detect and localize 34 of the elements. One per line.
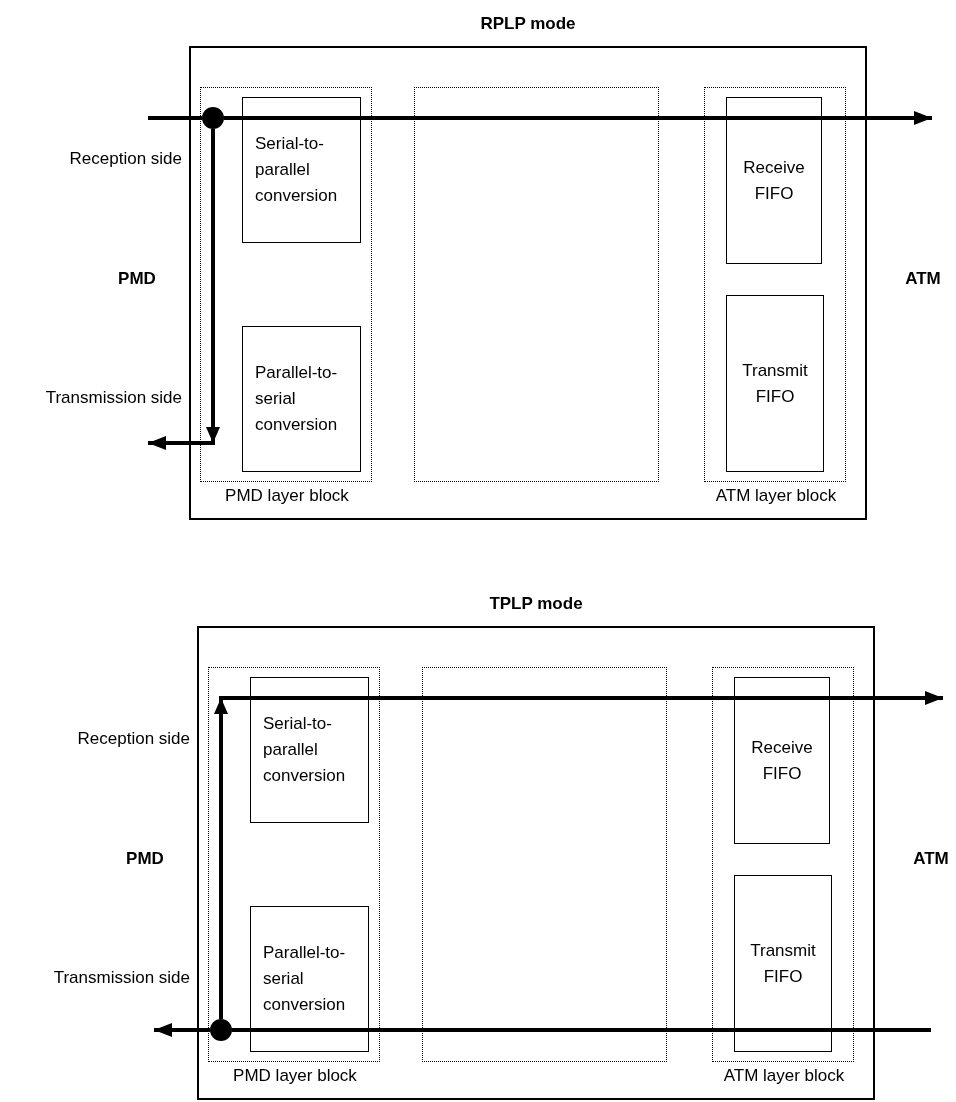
box-label: Receive FIFO (750, 736, 814, 785)
block-label: ATM layer block (714, 485, 838, 507)
empty-block (422, 667, 667, 1062)
layer-label: ATM (912, 848, 950, 870)
box-label: Transmit FIFO (749, 939, 817, 988)
box-label: Serial-to-parallel conversion (263, 713, 347, 787)
panel-title: RPLP mode (479, 13, 577, 35)
layer-label: ATM (904, 268, 942, 290)
fifo-box (734, 677, 830, 844)
panel-title: TPLP mode (488, 593, 584, 615)
junction-dot (202, 107, 224, 129)
block-label: ATM layer block (722, 1065, 846, 1087)
conversion-box (242, 97, 361, 243)
block-label: PMD layer block (232, 1065, 358, 1087)
side-label: Transmission side (45, 387, 182, 409)
conversion-box (250, 677, 369, 823)
box-label: Parallel-to-serial conversion (255, 362, 339, 436)
box-label: Parallel-to-serial conversion (263, 942, 347, 1016)
side-label: Transmission side (53, 967, 190, 989)
box-label: Transmit FIFO (741, 359, 809, 408)
layer-label: PMD (125, 848, 165, 870)
box-label: Receive FIFO (742, 156, 806, 205)
junction-dot (210, 1019, 232, 1041)
side-label: Reception side (69, 148, 182, 170)
fifo-box (726, 295, 824, 472)
fifo-box (734, 875, 832, 1052)
box-label: Serial-to-parallel conversion (255, 133, 339, 207)
layer-label: PMD (117, 268, 157, 290)
block-label: PMD layer block (224, 485, 350, 507)
fifo-box (726, 97, 822, 264)
side-label: Reception side (77, 728, 190, 750)
empty-block (414, 87, 659, 482)
conversion-box (250, 906, 369, 1052)
conversion-box (242, 326, 361, 472)
